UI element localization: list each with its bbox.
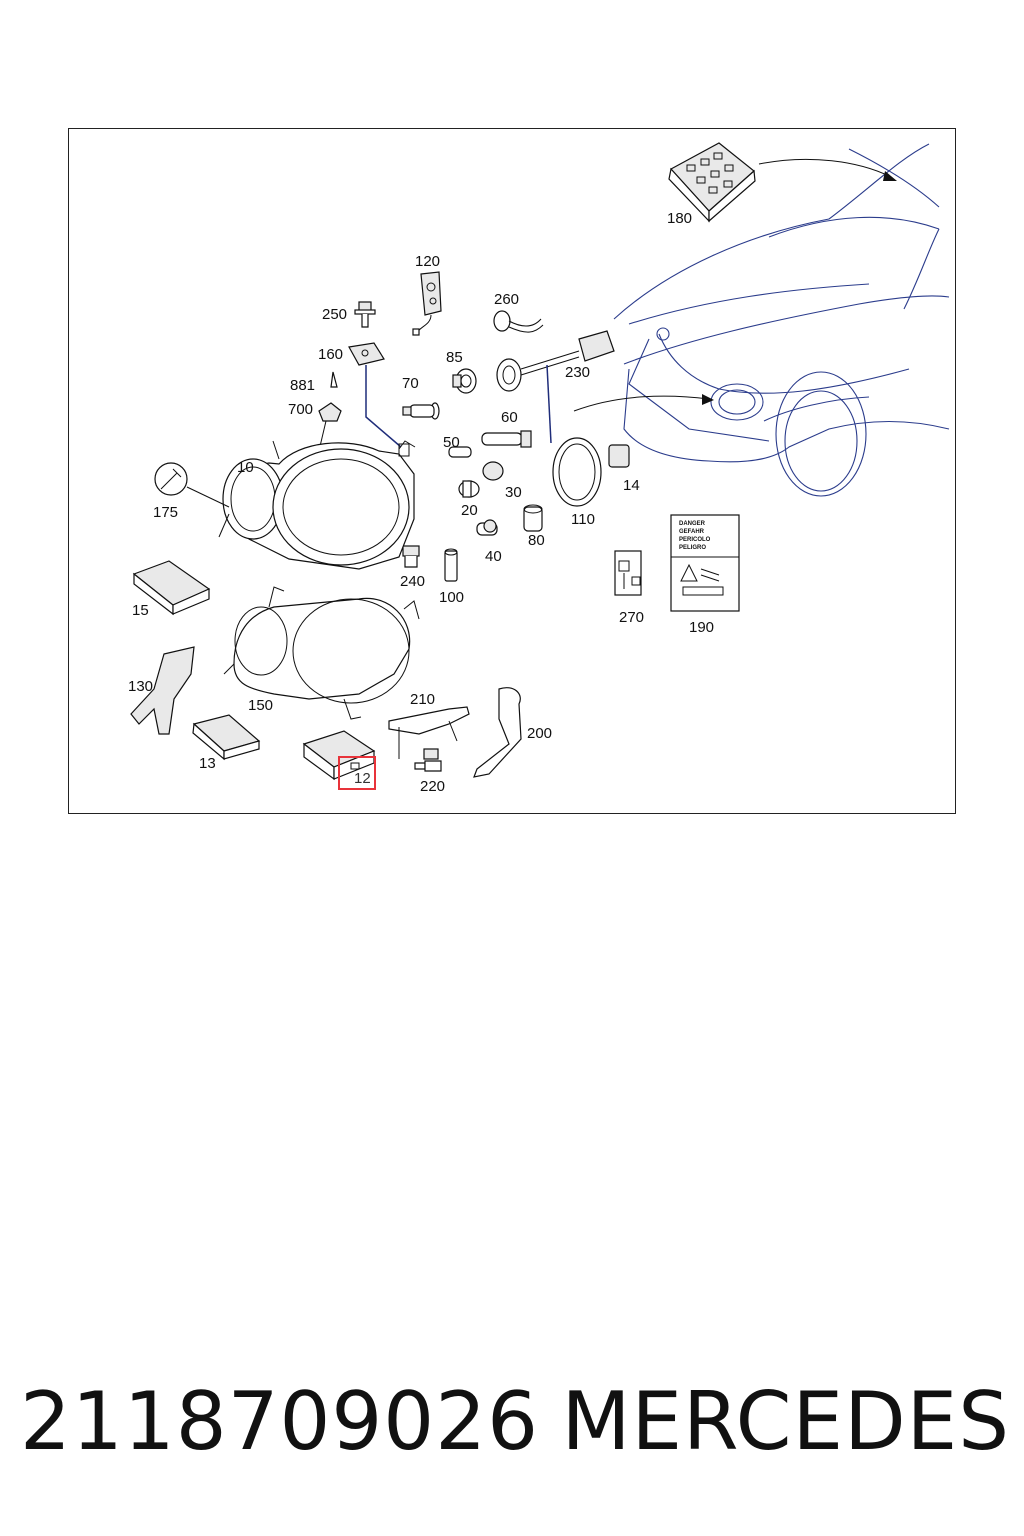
- label-700: 700: [288, 401, 313, 418]
- part-260[interactable]: [493, 310, 544, 333]
- label-180: 180: [667, 210, 692, 227]
- part-250[interactable]: [354, 301, 376, 328]
- warning-text-1: DANGER: [679, 521, 706, 527]
- part-10[interactable]: [218, 440, 416, 570]
- label-240: 240: [400, 573, 425, 590]
- label-80: 80: [528, 532, 545, 549]
- label-10: 10: [237, 459, 254, 476]
- part-180[interactable]: [668, 142, 756, 223]
- part-60[interactable]: [481, 430, 532, 448]
- part-160[interactable]: [348, 342, 385, 366]
- label-230: 230: [565, 364, 590, 381]
- parts-diagram-frame: DANGER GEFAHR PERICOLO PELIGRO 180 120 2…: [68, 128, 956, 814]
- part-number: 2118709026: [20, 1374, 539, 1468]
- label-175: 175: [153, 504, 178, 521]
- part-30[interactable]: [482, 461, 504, 481]
- part-210[interactable]: [388, 706, 470, 759]
- label-12: 12: [354, 770, 371, 787]
- warning-text-2: GEFAHR: [679, 529, 705, 535]
- warning-text-4: PELIGRO: [679, 545, 706, 551]
- part-40[interactable]: [476, 519, 498, 536]
- part-100[interactable]: [444, 548, 458, 582]
- warning-text-3: PERICOLO: [679, 537, 711, 543]
- label-881: 881: [290, 377, 315, 394]
- label-50: 50: [443, 434, 460, 451]
- label-70: 70: [402, 375, 419, 392]
- part-881[interactable]: [330, 371, 338, 388]
- label-220: 220: [420, 778, 445, 795]
- brand-name: MERCEDES: [561, 1374, 1010, 1468]
- label-60: 60: [501, 409, 518, 426]
- part-120[interactable]: [412, 271, 442, 336]
- label-85: 85: [446, 349, 463, 366]
- part-150[interactable]: [223, 586, 420, 720]
- part-200[interactable]: [473, 687, 522, 778]
- parts-diagram: DANGER GEFAHR PERICOLO PELIGRO 180 120 2…: [128, 142, 950, 795]
- label-270: 270: [619, 609, 644, 626]
- part-85[interactable]: [452, 368, 477, 394]
- part-50[interactable]: [448, 446, 472, 458]
- part-labels: 180 120 260 250 160 85 230 881 70 700 60…: [128, 210, 714, 795]
- part-70[interactable]: [402, 402, 440, 420]
- label-30: 30: [505, 484, 522, 501]
- label-250: 250: [322, 306, 347, 323]
- part-230[interactable]: [496, 330, 615, 444]
- label-210: 210: [410, 691, 435, 708]
- part-20[interactable]: [458, 480, 480, 498]
- label-100: 100: [439, 589, 464, 606]
- label-120: 120: [415, 253, 440, 270]
- label-160: 160: [318, 346, 343, 363]
- label-260: 260: [494, 291, 519, 308]
- part-270[interactable]: [614, 550, 642, 596]
- part-15[interactable]: [132, 560, 211, 616]
- part-13[interactable]: [192, 714, 261, 761]
- label-40: 40: [485, 548, 502, 565]
- part-14[interactable]: [608, 444, 630, 468]
- label-14: 14: [623, 477, 640, 494]
- car-outline: [613, 143, 950, 497]
- label-110: 110: [571, 511, 595, 528]
- footer: 2118709026 MERCEDES: [20, 1366, 1010, 1476]
- part-240[interactable]: [402, 545, 420, 568]
- label-190: 190: [689, 619, 714, 636]
- part-220[interactable]: [414, 748, 442, 772]
- label-20: 20: [461, 502, 478, 519]
- label-13: 13: [199, 755, 216, 772]
- part-110[interactable]: [552, 437, 602, 507]
- label-15: 15: [132, 602, 149, 619]
- part-190[interactable]: DANGER GEFAHR PERICOLO PELIGRO: [670, 514, 740, 612]
- label-200: 200: [527, 725, 552, 742]
- label-150: 150: [248, 697, 273, 714]
- part-175[interactable]: [154, 462, 188, 496]
- part-700[interactable]: [318, 402, 342, 422]
- label-130: 130: [128, 678, 153, 695]
- part-80[interactable]: [523, 504, 543, 532]
- part-130[interactable]: [130, 646, 195, 735]
- highlight-box: [338, 756, 376, 790]
